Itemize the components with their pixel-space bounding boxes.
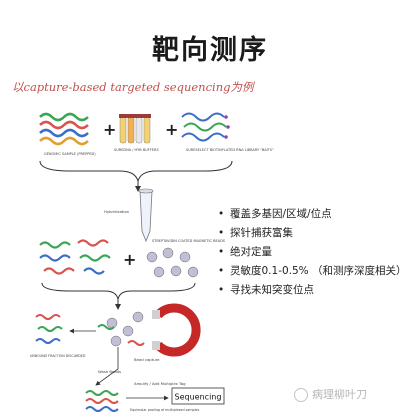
amplified-library-strands	[85, 390, 119, 412]
amplify-label: Amplify / Add Multiplex Tag	[134, 381, 186, 386]
bullet-icon: •	[218, 265, 225, 277]
wechat-icon	[294, 388, 308, 402]
capture-workflow-diagram: GENOMIC SAMPLE (PREPPED) + SUREDNA / HYB…	[30, 112, 274, 412]
plus-sign: +	[165, 120, 178, 139]
sequencing-label: Sequencing	[175, 393, 222, 402]
feature-list: • 覆盖多基因/区域/位点 • 探针捕获富集 • 绝对定量 • 灵敏度0.1-0.5% …	[218, 205, 407, 300]
plus-sign: +	[103, 120, 116, 139]
merge-bracket	[39, 160, 233, 183]
bullet-icon: •	[218, 246, 225, 258]
list-item: • 灵敏度0.1-0.5% （和测序深度相关）	[218, 262, 407, 281]
merge-bracket	[41, 282, 196, 300]
hybridized-strands	[39, 239, 111, 275]
watermark-text: 病理柳叶刀	[312, 388, 367, 401]
list-item: • 寻找未知突变位点	[218, 281, 407, 300]
pooling-label: Equimolar pooling of multiplexed samples	[130, 408, 200, 412]
genomic-sample-label: GENOMIC SAMPLE (PREPPED)	[44, 152, 96, 156]
bullet-icon: •	[218, 284, 225, 296]
library-label: SURESELECT BIOTINYLATED RNA LIBRARY "BAI…	[186, 148, 274, 152]
wash-label: Wash Beads	[98, 369, 121, 374]
magnetic-beads	[146, 247, 199, 278]
list-item-text: 寻找未知突变位点	[230, 284, 314, 296]
list-item: • 覆盖多基因/区域/位点	[218, 205, 407, 224]
list-item-text: 探针捕获富集	[230, 227, 293, 239]
captured-beads	[97, 311, 145, 347]
list-item: • 探针捕获富集	[218, 224, 407, 243]
list-item: • 绝对定量	[218, 243, 407, 262]
list-item-text: 绝对定量	[230, 246, 272, 258]
bead-capture-label: Bead capture	[134, 357, 160, 362]
genomic-sample-strands	[39, 112, 89, 146]
watermark: 病理柳叶刀	[294, 386, 367, 402]
list-item-text: 灵敏度0.1-0.5% （和测序深度相关）	[230, 265, 407, 277]
hybridization-tube	[138, 188, 154, 243]
rna-bait-library	[181, 112, 230, 142]
buffers-label: SUREDNA / HYB BUFFERS	[114, 148, 159, 152]
sequencing-box	[171, 387, 225, 405]
unbound-label: UNBOUND FRACTION DISCARDED	[30, 354, 86, 358]
hybridization-label: Hybridization	[104, 209, 130, 214]
list-item-text: 覆盖多基因/区域/位点	[230, 208, 332, 220]
plus-sign: +	[123, 250, 136, 269]
subtitle: 以capture-based targeted sequencing为例	[12, 80, 254, 94]
page-title: 靶向测序	[152, 35, 268, 66]
magnet-icon	[152, 303, 201, 357]
bullet-icon: •	[218, 227, 225, 239]
buffer-tubes	[119, 114, 151, 144]
bullet-icon: •	[218, 208, 225, 220]
unbound-fraction-strands	[35, 314, 63, 344]
beads-label: STREPTAVIDIN COATED MAGNETIC BEADS	[152, 239, 226, 243]
